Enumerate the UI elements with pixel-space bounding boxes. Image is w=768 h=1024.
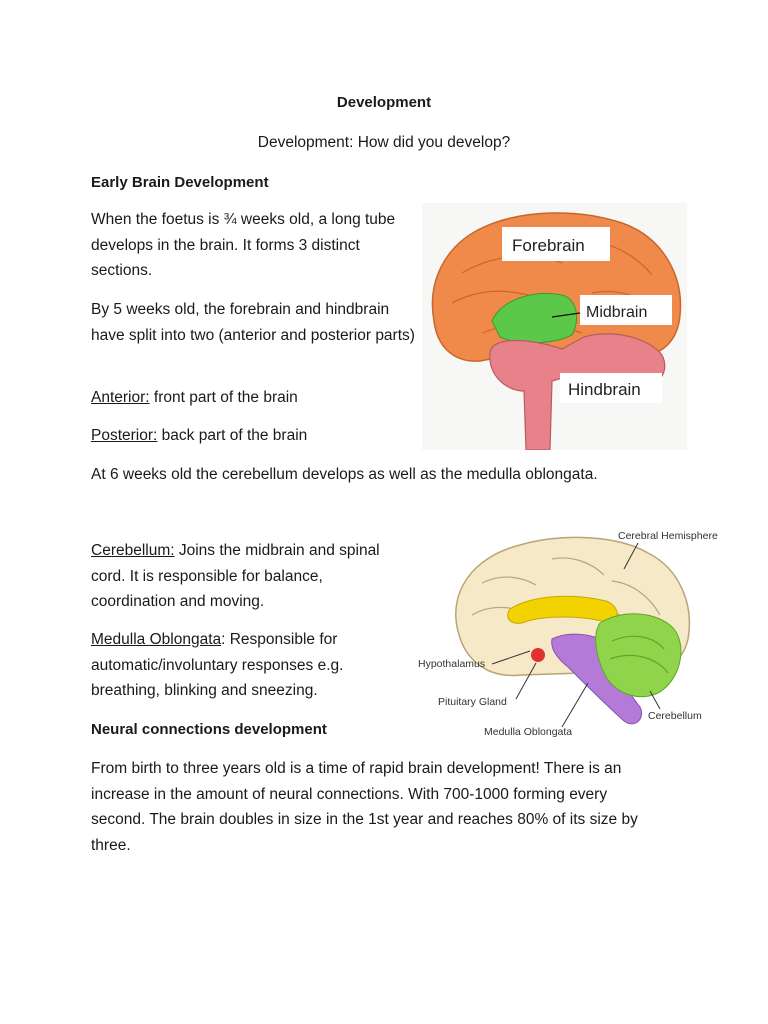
pituitary-gland-label: Pituitary Gland [438, 696, 507, 708]
definition-anterior: Anterior: front part of the brain [91, 385, 421, 411]
term-cerebellum: Cerebellum: [91, 542, 175, 559]
paragraph-forebrain-split: By 5 weeks old, the forebrain and hindbr… [91, 301, 415, 344]
medulla-oblongata-pointer [561, 682, 589, 728]
def-medulla: : Responsible for automatic/involuntary … [91, 631, 344, 699]
midbrain-label: Midbrain [586, 304, 647, 321]
paragraph-six-weeks: At 6 weeks old the cerebellum develops a… [91, 466, 598, 483]
definition-cerebellum: Cerebellum: Joins the midbrain and spina… [91, 538, 396, 615]
midbrain-label-box [580, 295, 672, 325]
midbrain-pointer [551, 312, 581, 318]
document-subtitle: Development: How did you develop? [257, 134, 511, 151]
hindbrain-label: Hindbrain [568, 380, 641, 399]
hindbrain-label-box [560, 373, 662, 403]
term-posterior: Posterior: [91, 427, 158, 444]
pituitary-gland-pointer [515, 662, 537, 700]
def-cerebellum: Joins the midbrain and spinal cord. It i… [91, 542, 380, 610]
document-title: Development [336, 94, 432, 111]
forebrain-label-box [502, 227, 610, 261]
cerebral-hemisphere-pointer [623, 542, 639, 570]
medulla-oblongata-label: Medulla Oblongata [484, 726, 572, 738]
section-heading-early-brain: Early Brain Development [91, 174, 269, 191]
term-anterior: Anterior: [91, 389, 150, 406]
hypothalamus-label: Hypothalamus [418, 658, 485, 670]
forebrain-label: Forebrain [512, 236, 585, 255]
paragraph-foetus-tube: When the foetus is ¾ weeks old, a long t… [91, 211, 396, 279]
cerebellum-label: Cerebellum [648, 710, 702, 722]
paragraph-neural: From birth to three years old is a time … [91, 760, 638, 854]
pituitary-gland-region [531, 648, 545, 662]
cerebellum-region [595, 613, 682, 698]
hypothalamus-pointer [491, 650, 531, 665]
section-heading-neural: Neural connections development [91, 721, 327, 738]
def-posterior: back part of the brain [157, 427, 308, 444]
cerebellum-pointer [649, 690, 661, 710]
definition-medulla: Medulla Oblongata: Responsible for autom… [91, 627, 381, 704]
cerebellum-folds [609, 635, 669, 674]
brain-regions-figure: Forebrain Midbrain Hindbrain [422, 203, 687, 450]
cerebral-hemisphere-label: Cerebral Hemisphere [618, 530, 718, 542]
definition-posterior: Posterior: back part of the brain [91, 423, 421, 449]
brain-anatomy-figure: Cerebral Hemisphere Hypothalamus Pituita… [418, 530, 718, 738]
term-medulla: Medulla Oblongata [91, 631, 222, 648]
cortex-folds [471, 557, 679, 650]
def-anterior: front part of the brain [149, 389, 298, 406]
